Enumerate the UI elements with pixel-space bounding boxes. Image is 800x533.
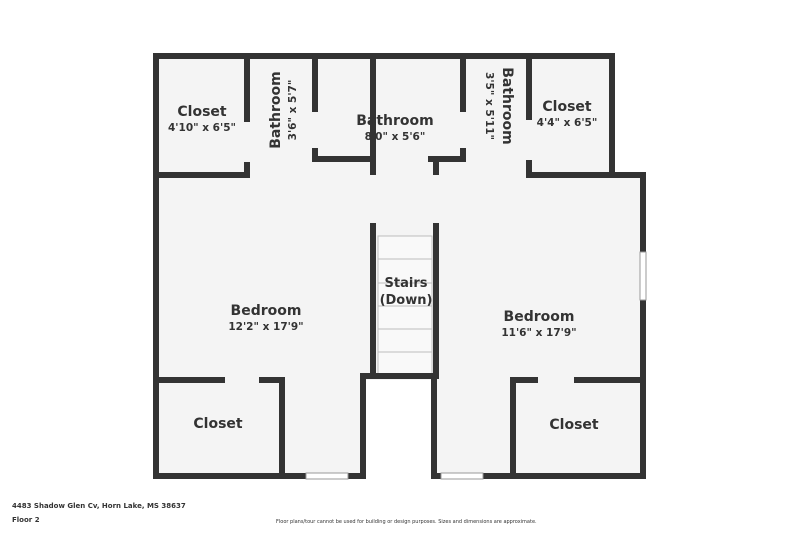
bathroom-center-name: Bathroom bbox=[356, 113, 434, 129]
closet-top-right-dim: 4'4" x 6'5" bbox=[537, 117, 598, 129]
bedroom-right-name: Bedroom bbox=[504, 309, 575, 325]
windows bbox=[305, 251, 647, 480]
disclaimer: Floor plans/tour cannot be used for buil… bbox=[276, 519, 537, 525]
bathroom-left-dim: 3'6" x 5'7" bbox=[287, 80, 299, 141]
bathroom-right-name: Bathroom bbox=[499, 67, 515, 145]
bedroom-left-name: Bedroom bbox=[231, 303, 302, 319]
bathroom-center-dim: 8'0" x 5'6" bbox=[365, 131, 426, 143]
closet-bottom-right-name: Closet bbox=[549, 417, 599, 433]
corridor-gap bbox=[363, 380, 434, 480]
closet-top-left-name: Closet bbox=[177, 104, 227, 120]
openings bbox=[225, 112, 574, 383]
floor-label: Floor 2 bbox=[12, 516, 40, 524]
bathroom-right-dim: 3'5" x 5'11" bbox=[483, 72, 495, 140]
bedroom-right-dim: 11'6" x 17'9" bbox=[501, 327, 576, 339]
bedroom-left-dim: 12'2" x 17'9" bbox=[228, 321, 303, 333]
stair-treads bbox=[377, 235, 433, 377]
closet-top-left-dim: 4'10" x 6'5" bbox=[168, 122, 236, 134]
closet-top-right-name: Closet bbox=[542, 99, 592, 115]
stairs-label-line1: Stairs bbox=[385, 276, 428, 291]
property-address: 4483 Shadow Glen Cv, Horn Lake, MS 38637 bbox=[12, 502, 186, 510]
stairs-label-line2: (Down) bbox=[380, 293, 433, 308]
closet-bottom-left-name: Closet bbox=[193, 416, 243, 432]
bathroom-left-name: Bathroom bbox=[268, 71, 284, 149]
